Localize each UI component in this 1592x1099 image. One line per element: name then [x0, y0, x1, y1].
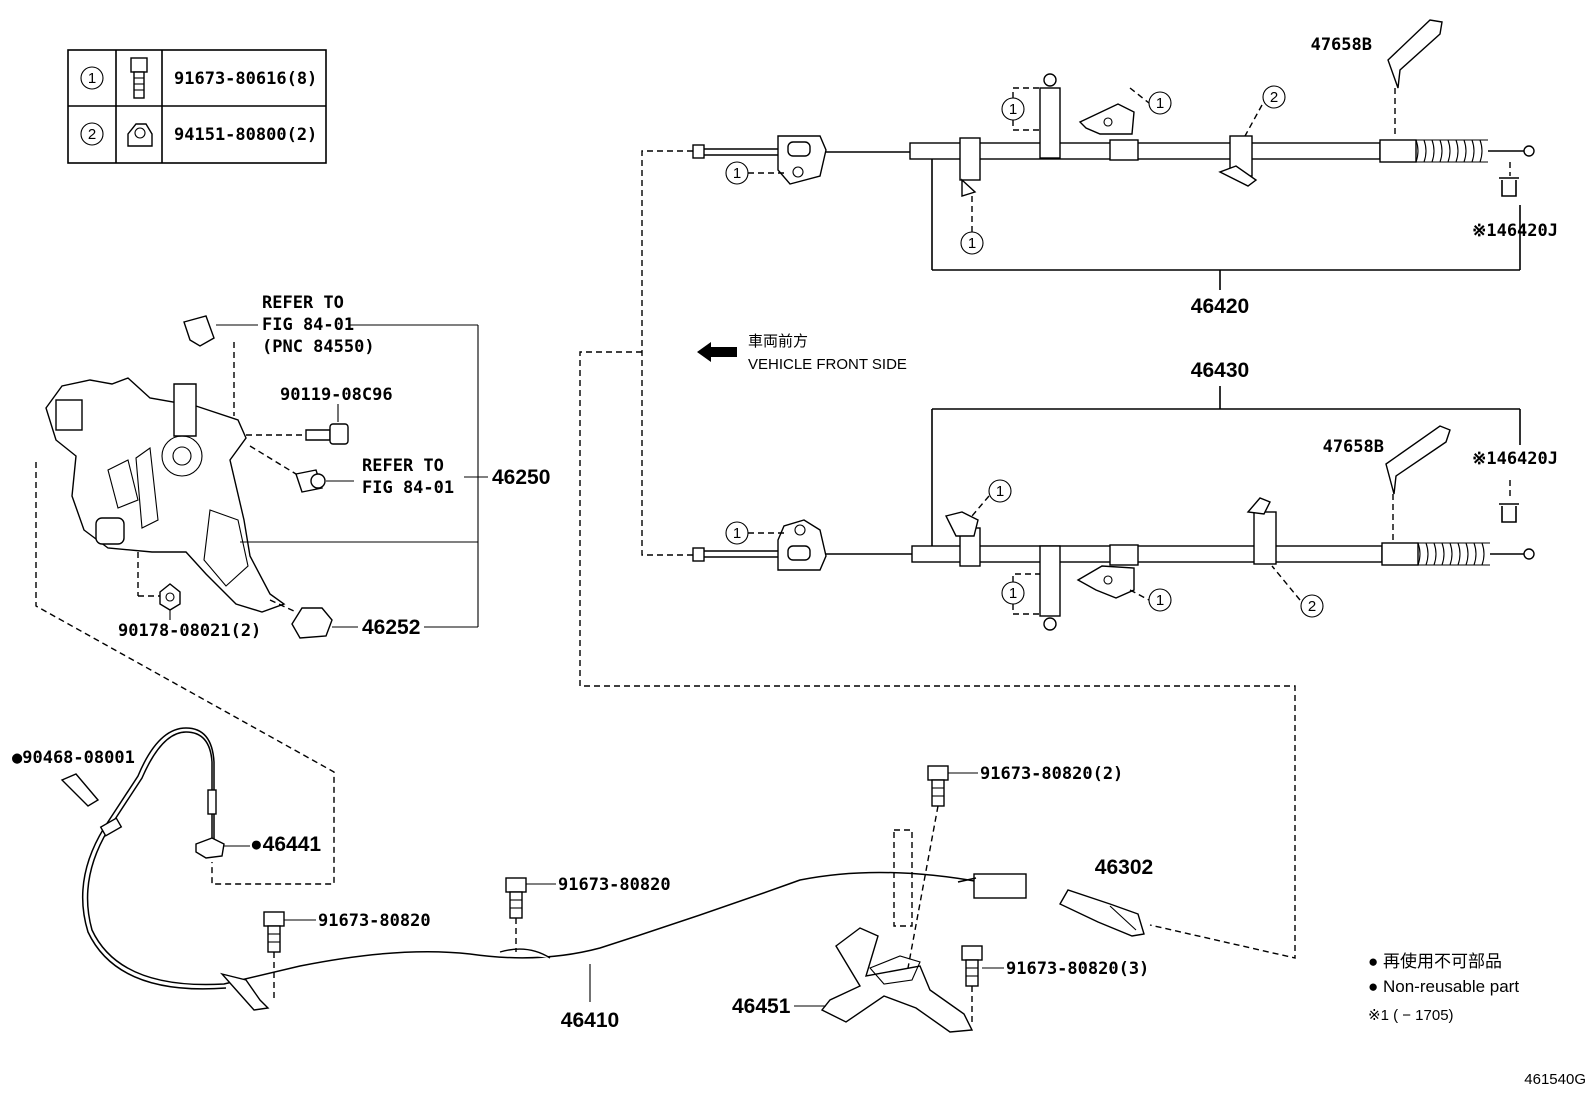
- part-label-90119: 90119-08C96: [280, 385, 393, 405]
- part-label-91673-80820-3: 91673-80820(3): [1006, 959, 1149, 979]
- legend-mark-2: 2: [88, 126, 96, 143]
- part-label-46420j: ※146420J: [1472, 221, 1558, 241]
- clip-90468: [60, 773, 100, 807]
- refer-label-1-line3: (PNC 84550): [262, 337, 375, 357]
- part-label-90468: ●90468-08001: [12, 748, 135, 768]
- arrow-left-icon: [697, 342, 737, 362]
- part-label-47658b: 47658B: [1311, 35, 1372, 55]
- callout-circle-1: 1: [733, 525, 741, 542]
- part-label-46252: 46252: [362, 616, 420, 639]
- bolt-91673-a: [263, 911, 316, 1000]
- part-label-91673-80820: 91673-80820: [558, 875, 671, 895]
- legend-mark-1: 1: [88, 70, 96, 87]
- bolt-91673-d: [961, 945, 1004, 1022]
- part-label-46302: 46302: [1095, 856, 1153, 879]
- callout-circle-1: 1: [733, 165, 741, 182]
- bolt-91673-b: [505, 877, 556, 952]
- refer-label-2-line1: REFER TO: [362, 456, 444, 476]
- callout-circle-2: 2: [1270, 89, 1278, 106]
- part-label-46451: 46451: [732, 995, 791, 1018]
- part-label-90178: 90178-08021(2): [118, 621, 261, 641]
- callout-circle-1: 1: [996, 483, 1004, 500]
- direction-label-jp: 車両前方: [748, 333, 808, 350]
- figure-id: 461540G: [1524, 1071, 1586, 1088]
- legend-notes: ● 再使用不可部品 ● Non-reusable part ※1 ( − 170…: [1368, 951, 1519, 1024]
- part-label-91673-80820: 91673-80820: [318, 911, 431, 931]
- part-label-91673-80820-2: 91673-80820(2): [980, 764, 1123, 784]
- refer-label-1-line1: REFER TO: [262, 293, 344, 313]
- callout-circle-2: 2: [1308, 598, 1316, 615]
- refer-label-1-line2: FIG 84-01: [262, 315, 354, 335]
- callout-circle-1: 1: [968, 235, 976, 252]
- part-label-46420j: ※146420J: [1472, 449, 1558, 469]
- part-label-47658b: 47658B: [1323, 437, 1384, 457]
- part-label-46430: 46430: [1191, 359, 1249, 382]
- fastener-legend-table: 1 2 91673-80616(8) 94151-80800(2): [67, 49, 327, 164]
- pedal-bracket-clip: [183, 315, 235, 416]
- assembly-bracket-46430: [931, 386, 1521, 546]
- legend-part-2: 94151-80800(2): [174, 125, 317, 145]
- part-label-46441: ●46441: [250, 833, 321, 856]
- callout-circle-1: 1: [1156, 95, 1164, 112]
- front-cable-46410: [81, 727, 1027, 1011]
- production-note: ※1 ( − 1705): [1368, 1007, 1454, 1024]
- non-reusable-en: ● Non-reusable part: [1368, 977, 1519, 996]
- nut-90178: [137, 552, 181, 620]
- nut-icon: [127, 123, 153, 147]
- callout-circle-1: 1: [1156, 592, 1164, 609]
- refer-label-2-line2: FIG 84-01: [362, 478, 454, 498]
- lower-fastener-callouts: 1 1 1 1 2: [725, 479, 1324, 618]
- bolt-refer-fig: [249, 445, 354, 493]
- callout-circle-1: 1: [1009, 101, 1017, 118]
- non-reusable-jp: ● 再使用不可部品: [1368, 951, 1502, 971]
- pedal-to-cable-dash: [35, 462, 335, 885]
- rear-cable-46420: [692, 19, 1535, 197]
- parking-brake-pedal-assembly: [45, 377, 286, 613]
- part-label-46410: 46410: [561, 1009, 619, 1032]
- part-label-46250: 46250: [492, 466, 550, 489]
- switch-46252: [269, 599, 358, 639]
- vehicle-front-indicator: 車両前方 VEHICLE FRONT SIDE: [697, 333, 907, 373]
- clip-46302: [1059, 889, 1145, 937]
- callout-circle-1: 1: [1009, 585, 1017, 602]
- legend-part-1: 91673-80616(8): [174, 69, 317, 89]
- rear-cable-46430: [692, 425, 1535, 631]
- assembly-bracket-46250: [240, 324, 488, 628]
- upper-fastener-callouts: 1 1 1 1 2: [725, 85, 1286, 255]
- assembly-bracket-46420: [931, 159, 1521, 290]
- direction-label-en: VEHICLE FRONT SIDE: [748, 356, 907, 373]
- bolt-90119: [246, 404, 349, 445]
- bolt-91673-c: [907, 765, 978, 969]
- cable-connection-dashes: [579, 150, 1296, 959]
- part-label-46420: 46420: [1191, 295, 1249, 318]
- bracket-46451: [794, 829, 974, 1033]
- bolt-icon: [130, 57, 148, 99]
